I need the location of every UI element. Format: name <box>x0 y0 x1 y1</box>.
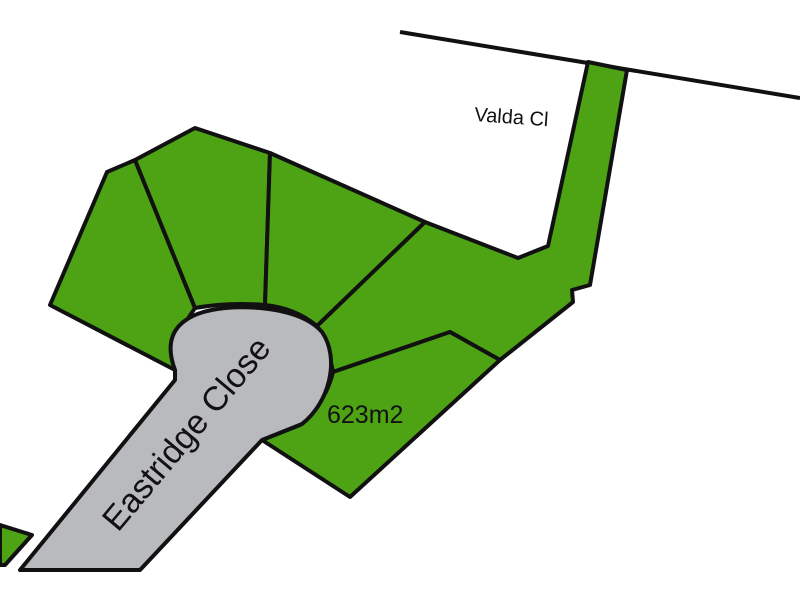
lots <box>0 60 629 567</box>
lot-area-label: 623m2 <box>327 401 403 429</box>
street-label-valda-cl: Valda Cl <box>474 104 549 131</box>
lot-6-partial <box>0 523 34 567</box>
eastridge-close-road <box>18 305 334 572</box>
